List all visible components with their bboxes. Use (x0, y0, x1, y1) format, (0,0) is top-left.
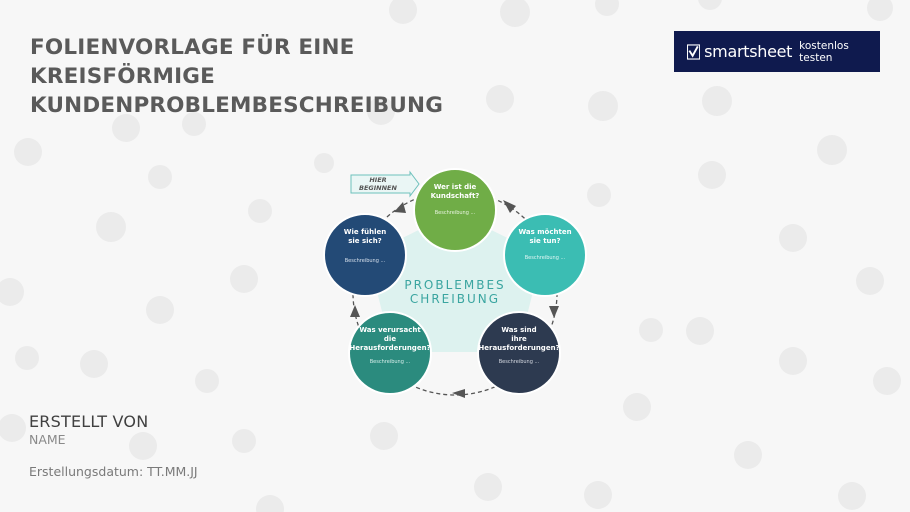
background-dot (15, 346, 39, 370)
arrow-icon (350, 305, 360, 317)
author-name: NAME (29, 432, 66, 447)
background-dot (367, 97, 395, 125)
node-description: Beschreibung ... (525, 255, 566, 261)
background-dot (14, 138, 42, 166)
title-line: FOLIENVORLAGE FÜR EINE (30, 35, 355, 60)
background-dot (856, 267, 884, 295)
node-description: Beschreibung ... (370, 359, 411, 365)
node-heading: Was verursacht (359, 326, 421, 334)
creation-date: Erstellungsdatum: TT.MM.JJ (29, 464, 198, 479)
node-description: Beschreibung ... (499, 359, 540, 365)
page-title: FOLIENVORLAGE FÜR EINE KREISFÖRMIGE KUND… (30, 33, 550, 120)
node-heading: Was möchten (518, 228, 571, 236)
background-dot (112, 114, 140, 142)
author-block: ERSTELLT VON NAME (29, 412, 148, 447)
background-dot (195, 369, 219, 393)
background-dot (389, 0, 417, 24)
background-dot (80, 350, 108, 378)
background-dot (146, 296, 174, 324)
node-kundschaft: Wer ist die Kundschaft? Beschreibung ... (413, 168, 497, 252)
background-dot (779, 347, 807, 375)
center-label-line: PROBLEMBES (404, 278, 505, 292)
background-dot (129, 432, 157, 460)
node-verursacht: Was verursacht die Herausforderungen? Be… (348, 311, 432, 395)
node-tun: Was möchten sie tun? Beschreibung ... (503, 213, 587, 297)
background-dot (230, 265, 258, 293)
background-dot (686, 317, 714, 345)
title-line: KREISFÖRMIGE (30, 64, 216, 89)
smartsheet-logo-icon (687, 43, 701, 60)
node-description: Beschreibung ... (345, 258, 386, 264)
background-dot (232, 429, 256, 453)
logo-brand: smartsheet (704, 42, 793, 61)
background-dot (698, 0, 722, 10)
background-dot (734, 441, 762, 469)
smartsheet-trial-button[interactable]: smartsheet kostenlos testen (674, 31, 880, 72)
arrow-icon (394, 202, 406, 213)
node-heading: Was sind (501, 326, 536, 334)
background-dot (0, 414, 26, 442)
background-dot (0, 278, 24, 306)
background-dot (639, 318, 663, 342)
background-dot (587, 183, 611, 207)
background-dot (314, 153, 334, 173)
background-dot (182, 112, 206, 136)
node-heading: die (384, 335, 396, 343)
background-dot (867, 0, 893, 21)
background-dot (595, 0, 619, 16)
created-by-label: ERSTELLT VON (29, 412, 149, 431)
background-dot (873, 367, 901, 395)
arrow-icon (549, 306, 559, 318)
node-heading: Wie fühlen (344, 228, 386, 236)
start-label-line: HIER (369, 176, 386, 184)
background-dot (248, 199, 272, 223)
background-dot (148, 165, 172, 189)
node-heading: sie tun? (529, 237, 560, 245)
background-dot (96, 212, 126, 242)
background-dot (698, 161, 726, 189)
start-here-arrow: HIER BEGINNEN (350, 170, 420, 198)
node-heading: Wer ist die (434, 183, 477, 191)
background-dot (500, 0, 530, 27)
background-dot (486, 85, 514, 113)
node-heading: sie sich? (348, 237, 382, 245)
background-dot (817, 135, 847, 165)
arrow-icon (452, 389, 465, 398)
node-heading: Herausforderungen? (349, 344, 430, 352)
background-dot (779, 224, 807, 252)
background-dot (623, 393, 651, 421)
node-heading: Kundschaft? (431, 192, 480, 200)
logo-cta: kostenlos testen (799, 39, 849, 64)
background-dot (584, 481, 612, 509)
node-herausforderungen: Was sind ihre Herausforderungen? Beschre… (477, 311, 561, 395)
background-dot (588, 91, 618, 121)
node-fuehlen: Wie fühlen sie sich? Beschreibung ... (323, 213, 407, 297)
background-dot (474, 473, 502, 501)
background-dot (838, 482, 866, 510)
background-dot (370, 422, 398, 450)
arrow-icon (503, 200, 516, 213)
background-dot (256, 495, 284, 512)
start-label-line: BEGINNEN (359, 184, 397, 192)
node-description: Beschreibung ... (435, 210, 476, 216)
title-line: KUNDENPROBLEMBESCHREIBUNG (30, 93, 444, 118)
background-dot (702, 86, 732, 116)
center-label-line: CHREIBUNG (410, 292, 500, 306)
node-heading: ihre (511, 335, 527, 343)
cycle-arrows (350, 200, 559, 398)
node-heading: Herausforderungen? (478, 344, 559, 352)
